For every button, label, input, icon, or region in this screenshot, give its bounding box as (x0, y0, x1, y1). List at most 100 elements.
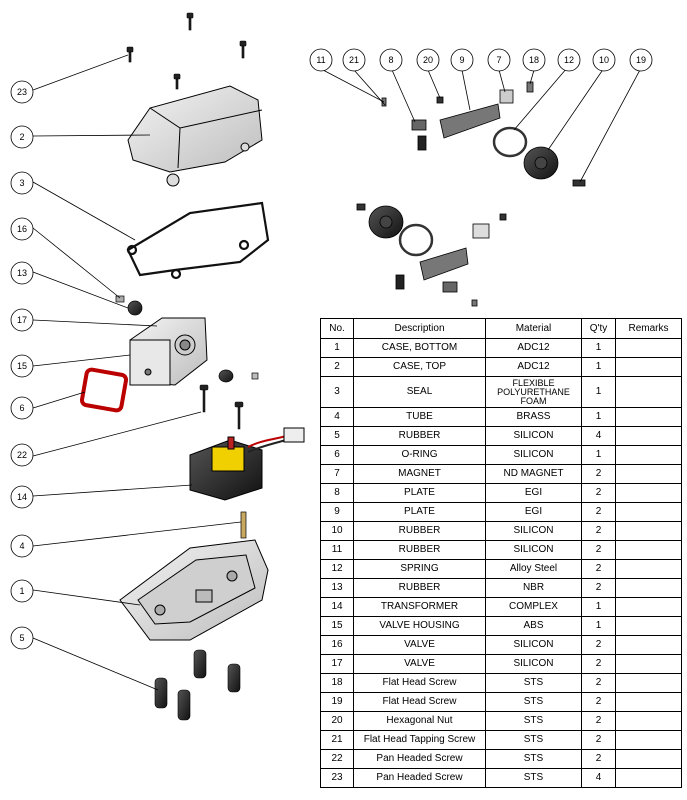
cell-description: RUBBER (353, 521, 486, 541)
cell-qty: 2 (581, 502, 616, 522)
cell-remarks (615, 445, 682, 465)
cell-material: ND MAGNET (485, 464, 582, 484)
callout-8: 8 (388, 55, 393, 65)
cell-description: RUBBER (353, 578, 486, 598)
cell-no: 12 (320, 559, 354, 579)
cell-remarks (615, 376, 682, 408)
o-ring-part-6 (79, 367, 129, 413)
cell-material: STS (485, 749, 582, 769)
cell-material: NBR (485, 578, 582, 598)
cell-remarks (615, 407, 682, 427)
cell-material: ADC12 (485, 357, 582, 377)
cell-remarks (615, 692, 682, 712)
cell-description: MAGNET (353, 464, 486, 484)
cell-description: Pan Headed Screw (353, 749, 486, 769)
cell-description: Flat Head Screw (353, 692, 486, 712)
cell-material: STS (485, 768, 582, 788)
callout-21: 21 (349, 55, 359, 65)
cell-no: 21 (320, 730, 354, 750)
cell-remarks (615, 654, 682, 674)
cell-qty: 4 (581, 768, 616, 788)
callout-5: 5 (19, 633, 24, 643)
cell-no: 7 (320, 464, 354, 484)
cell-qty: 2 (581, 521, 616, 541)
cell-material: STS (485, 730, 582, 750)
cell-description: TUBE (353, 407, 486, 427)
cell-qty: 1 (581, 338, 616, 358)
callout-19: 19 (636, 55, 646, 65)
cell-no: 3 (320, 376, 354, 408)
cell-material: FLEXIBLE POLYURETHANE FOAM (485, 376, 582, 408)
callout-17: 17 (17, 315, 27, 325)
cell-no: 9 (320, 502, 354, 522)
callout-12: 12 (564, 55, 574, 65)
rubber-feet-part-5 (154, 649, 241, 721)
cell-description: SPRING (353, 559, 486, 579)
callout-11: 11 (316, 55, 325, 65)
cell-description: Pan Headed Screw (353, 768, 486, 788)
cell-qty: 2 (581, 692, 616, 712)
cell-description: VALVE HOUSING (353, 616, 486, 636)
cell-description: RUBBER (353, 426, 486, 446)
cell-no: 11 (320, 540, 354, 560)
header-remarks: Remarks (615, 318, 682, 339)
cell-material: SILICON (485, 426, 582, 446)
cell-no: 19 (320, 692, 354, 712)
callout-2: 2 (19, 132, 24, 142)
callout-4: 4 (19, 541, 24, 551)
cell-no: 22 (320, 749, 354, 769)
cell-material: SILICON (485, 654, 582, 674)
cell-no: 15 (320, 616, 354, 636)
cell-no: 8 (320, 483, 354, 503)
cell-material: SILICON (485, 635, 582, 655)
cell-material: SILICON (485, 540, 582, 560)
cell-qty: 2 (581, 559, 616, 579)
cell-description: TRANSFORMER (353, 597, 486, 617)
cell-remarks (615, 768, 682, 788)
cell-no: 6 (320, 445, 354, 465)
transformer-part-14 (189, 427, 305, 501)
callout-22: 22 (17, 450, 27, 460)
top-screws-part-23 (126, 12, 247, 90)
cell-no: 1 (320, 338, 354, 358)
cell-remarks (615, 578, 682, 598)
header-description: Description (353, 318, 486, 339)
cell-remarks (615, 559, 682, 579)
cell-remarks (615, 711, 682, 731)
case-top-part-2 (127, 85, 263, 187)
cell-remarks (615, 730, 682, 750)
valve-housing-part-15 (129, 317, 208, 386)
cell-material: ADC12 (485, 338, 582, 358)
screws-part-22 (199, 384, 244, 430)
cell-remarks (615, 540, 682, 560)
cell-description: PLATE (353, 483, 486, 503)
cell-no: 23 (320, 768, 354, 788)
cell-description: CASE, BOTTOM (353, 338, 486, 358)
cell-qty: 2 (581, 483, 616, 503)
cell-qty: 1 (581, 597, 616, 617)
cell-remarks (615, 616, 682, 636)
table-header-row: No. Description Material Q'ty Remarks (320, 318, 682, 339)
callout-14: 14 (17, 492, 27, 502)
cell-remarks (615, 464, 682, 484)
cell-remarks (615, 338, 682, 358)
cell-material: EGI (485, 502, 582, 522)
cell-qty: 2 (581, 654, 616, 674)
small-parts-near-housing (218, 369, 259, 383)
cell-remarks (615, 749, 682, 769)
callout-15: 15 (17, 361, 27, 371)
